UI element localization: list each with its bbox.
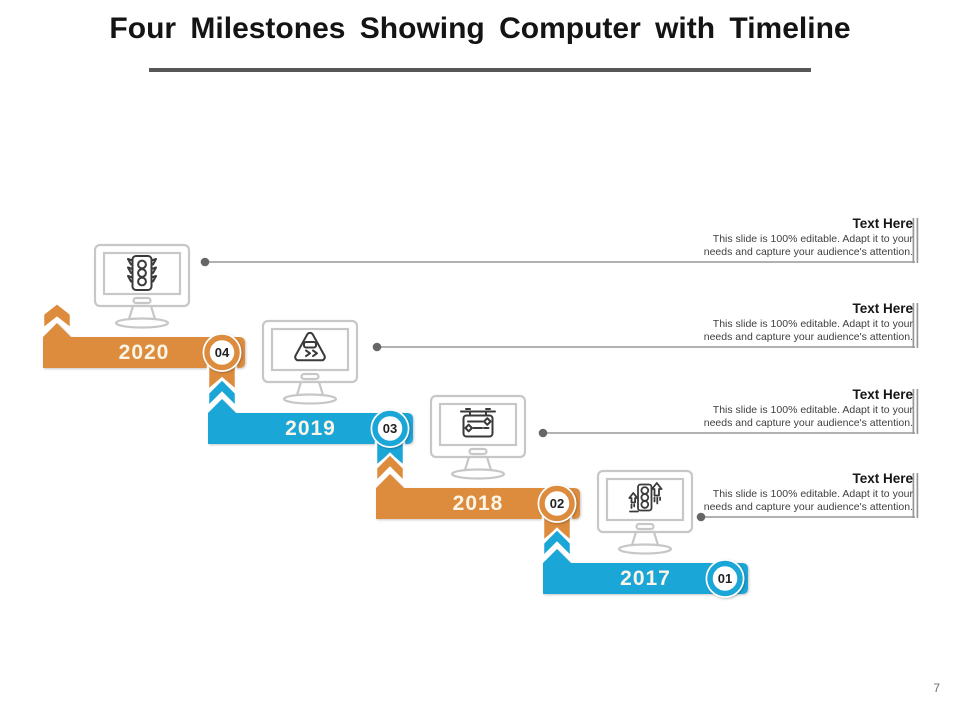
monitor-screen (605, 477, 685, 522)
computer-monitor-2017 (596, 469, 694, 555)
connector-dot-3 (538, 428, 548, 438)
page-number: 7 (933, 681, 940, 695)
monitor-base (114, 317, 170, 329)
monitor-base (282, 393, 338, 405)
monitor-button (635, 522, 655, 531)
computer-monitor-2020 (93, 243, 191, 329)
monitor-button (132, 296, 152, 305)
connector-dot-1 (200, 257, 210, 267)
connector-dots (200, 257, 706, 522)
badge-01 (705, 559, 745, 598)
year-label-2020: 2020 (118, 341, 170, 364)
badge-color-ring (204, 334, 240, 371)
monitor-screen (438, 402, 518, 447)
badge-03 (370, 409, 410, 448)
banner-2017 (543, 549, 748, 594)
monitor-stand (295, 380, 325, 397)
monitor-base (450, 468, 506, 480)
monitor-base (617, 543, 673, 555)
badge-04 (202, 333, 242, 372)
callout-title: Text Here (852, 216, 913, 231)
banner-2019 (208, 399, 413, 444)
badge-number-04: 04 (214, 345, 230, 360)
chevron-arrow-2019 (206, 377, 238, 411)
badge-number-01: 01 (717, 571, 733, 586)
connector-dot-4 (696, 512, 706, 522)
callout-end-bars-3 (912, 389, 919, 434)
year-label-2019: 2019 (285, 417, 336, 440)
callout-title: Text Here (852, 471, 913, 486)
traffic-light-icon (127, 255, 157, 291)
callout-4: Text Here This slide is 100% editable. A… (687, 471, 913, 514)
callout-title: Text Here (852, 387, 913, 402)
callout-connectors (205, 218, 919, 518)
traffic-light-arrows-icon (628, 482, 663, 513)
chevron-arrow-2020 (41, 301, 73, 332)
callout-end-bars-2 (912, 303, 919, 348)
badge-color-ring (372, 410, 408, 447)
monitor-button (468, 447, 488, 456)
monitor-stand (127, 304, 157, 321)
year-label-2017: 2017 (620, 567, 671, 590)
monitor-button (300, 372, 320, 381)
slide-title: Four Milestones Showing Computer with Ti… (109, 12, 851, 45)
callout-description: This slide is 100% editable. Adapt it to… (703, 488, 913, 513)
connector-dot-2 (372, 342, 382, 352)
direction-signboard-icon (460, 408, 496, 438)
slippery-road-warning-icon (294, 331, 326, 362)
year-label-2018: 2018 (452, 492, 504, 515)
callout-end-bars-4 (912, 473, 919, 518)
title-underline (149, 68, 811, 72)
monitor-stand (630, 530, 660, 547)
computer-monitor-2018 (429, 394, 527, 480)
callout-2: Text Here This slide is 100% editable. A… (687, 301, 913, 344)
callout-1: Text Here This slide is 100% editable. A… (687, 216, 913, 259)
callout-end-bars-1 (912, 218, 919, 263)
banner-2020 (43, 323, 245, 368)
computer-monitor-2019 (261, 319, 359, 405)
badge-02 (537, 484, 577, 523)
monitor-stand (463, 455, 493, 472)
callout-description: This slide is 100% editable. Adapt it to… (703, 233, 913, 258)
callout-description: This slide is 100% editable. Adapt it to… (703, 318, 913, 343)
chevron-arrow-2018 (374, 452, 406, 486)
badge-number-03: 03 (382, 421, 398, 436)
callout-description: This slide is 100% editable. Adapt it to… (703, 404, 913, 429)
banner-2018 (376, 474, 580, 519)
monitor-screen (270, 327, 350, 372)
callout-title: Text Here (852, 301, 913, 316)
monitor-screen (102, 251, 182, 296)
badge-number-02: 02 (549, 496, 565, 511)
badge-color-ring (539, 485, 575, 522)
callout-3: Text Here This slide is 100% editable. A… (687, 387, 913, 430)
chevron-arrow-2017 (541, 527, 573, 561)
badge-color-ring (707, 560, 743, 597)
